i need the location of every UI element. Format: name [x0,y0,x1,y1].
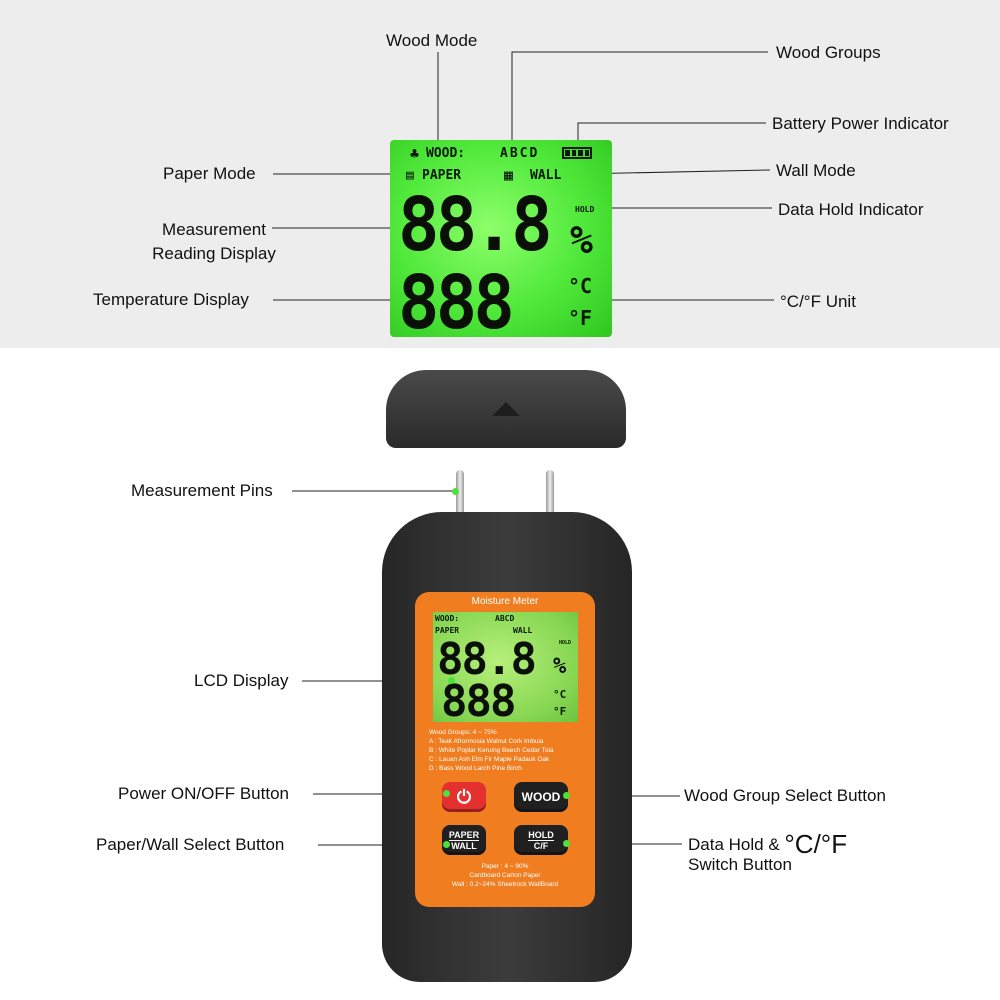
protective-cap [386,370,626,448]
wood-group-c: C : Lauan Ash Elm Fir Maple Padauk Oak [429,756,550,763]
device-lcd-paper: PAPER [435,626,460,635]
wood-group-d: D : Bass Wood Larch Pine Birch [429,765,522,772]
lcd-reading: 88.8 [398,182,553,268]
label-unit: °C/°F Unit [780,292,856,311]
label-power-button: Power ON/OFF Button [118,784,289,803]
device-lcd-hold: HOLD [559,640,572,646]
paper-icon: ▤ [406,168,414,183]
pin-callout-dot [452,488,459,495]
device-lcd-groups: ABCD [495,614,515,623]
label-battery-power-indicator: Battery Power Indicator [772,114,949,133]
hold-cf-button[interactable]: HOLD C/F [514,825,568,855]
power-button[interactable]: ⏻ [442,782,486,812]
data-hold-text: Data Hold & [688,835,780,854]
device-lcd-fahrenheit: °F [553,705,567,718]
battery-icon [562,147,592,159]
lcd-wall-label: WALL [530,168,562,183]
paper-wall-legend: Paper : 4 ~ 90% Cardboard Carton Paper W… [415,862,595,889]
paper-button-label: PAPER [448,829,480,841]
lcd-fahrenheit: °F [568,306,593,330]
wood-group-b: B : White Poplar Keruing Beech Cedar Tol… [429,747,554,754]
device-lcd: WOOD: ABCD PAPER WALL HOLD 88.8 % 888 °C… [433,612,578,727]
label-measurement-pins: Measurement Pins [131,481,273,500]
hold-button-label: HOLD [528,829,554,841]
cf-button-label: C/F [533,840,549,851]
lcd-paper-label: PAPER [422,168,462,183]
cap-arrow-icon [492,402,520,416]
tree-icon: ♣ [410,145,420,163]
hold-callout-dot [563,840,570,847]
lcd-percent: % [570,218,593,262]
lcd-celsius: °C [568,274,593,298]
label-wood-groups: Wood Groups [776,43,881,62]
lcd-wood-groups: ABCD [500,146,540,161]
wall-icon: ▦ [504,166,514,184]
lcd-hold-label: HOLD [575,205,595,214]
device-lcd-celsius: °C [553,688,567,701]
device-lcd-temperature: 888 [441,676,516,727]
wall-range: Wall : 0.2~24% Sheetrock WallBoard [451,881,559,888]
label-data-hold-line1: Data Hold & °C/°F [688,831,847,857]
device-lcd-percent: % [553,654,567,679]
measurement-pin-right [546,470,554,514]
label-wood-group-select-button: Wood Group Select Button [684,786,886,805]
paper-range: Paper : 4 ~ 90% [481,863,529,870]
device-title: Moisture Meter [471,596,539,607]
wood-groups-legend: Wood Groups: 4 ~ 75% A : Teak Afrormosia… [429,728,589,773]
label-measurement-reading-display: Measurement Reading Display [152,220,276,263]
wall-button-label: WALL [451,840,477,851]
lcd-temperature: 888 [398,260,515,346]
device-lcd-wall: WALL [513,626,533,635]
wood-group-a: A : Teak Afrormosia Walnut Cork Imbuia [429,738,544,745]
lcd-wood-label: WOOD: [426,146,466,161]
front-panel: Moisture Meter WOOD: ABCD PAPER WALL HOL… [415,592,595,907]
paper-materials: Cardboard Carton Paper [469,872,541,879]
wood-button[interactable]: WOOD [514,782,568,812]
label-wall-mode: Wall Mode [776,161,856,180]
lcd-callout-dot [448,677,455,684]
wood-callout-dot [563,792,570,799]
wood-groups-header: Wood Groups: 4 ~ 75% [429,729,497,736]
power-icon: ⏻ [456,786,472,807]
label-temperature-display: Temperature Display [93,290,249,309]
label-paper-wall-select-button: Paper/Wall Select Button [96,835,285,854]
paper-callout-dot [443,841,450,848]
paper-wall-button[interactable]: PAPER WALL [442,825,486,855]
device-lcd-wood: WOOD: [435,614,460,623]
label-switch-button: Switch Button [688,855,792,874]
power-callout-dot [443,790,450,797]
device-lcd-reading: 88.8 [437,634,537,685]
label-data-hold-indicator: Data Hold Indicator [778,200,924,219]
measurement-pin-left [456,470,464,514]
label-wood-mode: Wood Mode [386,31,478,50]
lcd-closeup: ♣ WOOD: ABCD ▤ PAPER ▦ WALL HOLD 88.8 % … [390,140,612,346]
label-paper-mode: Paper Mode [163,164,256,183]
label-lcd-display: LCD Display [194,671,289,690]
data-hold-unit: °C/°F [784,829,848,859]
